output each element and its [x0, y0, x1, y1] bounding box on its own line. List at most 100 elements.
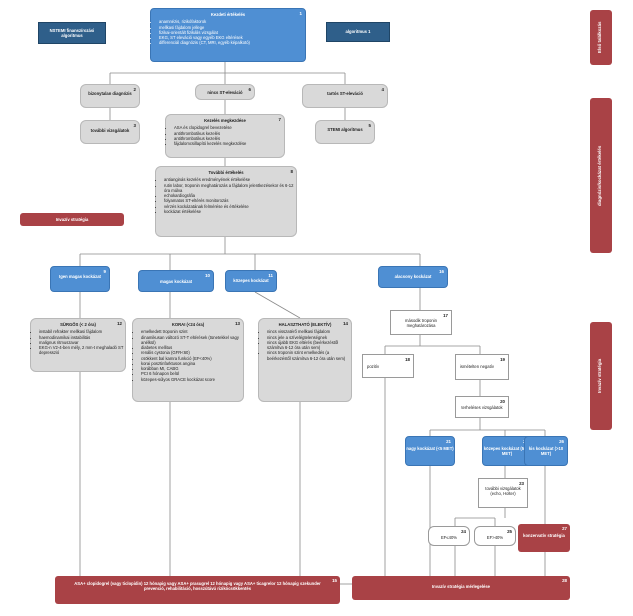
node-low-risk-met: 26 kis kockázat (>10 MET) [524, 436, 568, 466]
list-item: dinamikusan változó ST-T eltérések (tüne… [141, 335, 243, 346]
node-list: nincs visszatérő mellkasi fájdalom nincs… [259, 329, 351, 361]
node-number: 28 [562, 578, 567, 583]
node-start-treatment: 7 Kezelés megkezdése ASA és clopidogrel … [165, 114, 285, 158]
node-text: további vizsgálatok (echo, Holter) [485, 486, 521, 497]
side-label-invasive: Invazív stratégia [590, 322, 612, 430]
list-item: csökkent bal kamra funkció (EF<40%) [141, 356, 243, 361]
list-item: renális cystonia (GFR<60) [141, 350, 243, 355]
node-number: 3 [133, 123, 136, 128]
node-text: magas kockázat [159, 279, 193, 284]
node-number: 11 [268, 273, 273, 278]
list-item: antithrombotikus kezelés [174, 136, 284, 141]
node-number: 12 [117, 321, 122, 326]
list-item: antianginás kezelés eredményének értékel… [164, 177, 296, 182]
node-text: Invazív stratégia mérlegelése [432, 584, 490, 589]
list-item: haemodinamikai instabilitás [39, 335, 125, 340]
list-item: nincs jele a szívelégtelenségnek [267, 335, 351, 340]
invasive-strategy-bar: Invazív stratégia [20, 213, 124, 226]
node-title: További értékelés [208, 170, 244, 175]
node-uncertain-diagnosis: 2 bizonytalan diagnózis [80, 84, 140, 108]
node-list: ASA és clopidogrel bevezetése antithromb… [166, 125, 284, 146]
list-item: folyamatos ST-eltérés monitorozás [164, 198, 296, 203]
invasive-strategy-text: Invazív stratégia [55, 217, 89, 222]
node-number: 7 [278, 117, 281, 122]
algorithm-1-text: algoritmus 1 [345, 29, 371, 34]
node-text: EF≤40% [440, 535, 458, 540]
side-label-first-contact: Első találkozás [590, 10, 612, 65]
list-item: antithrombotikus kezelés [174, 131, 284, 136]
node-number: 19 [500, 357, 505, 362]
node-stemi-algorithm: 5 STEMI algoritmus [315, 120, 375, 144]
list-item: PCI 6 hónapon belül [141, 371, 243, 376]
node-text: további vizsgálatok [90, 128, 130, 133]
node-stress-tests: 20 terheléses vizsgálatok [455, 396, 509, 418]
list-item: korábban MI, CABG [141, 366, 243, 371]
node-further-tests: 3 további vizsgálatok [80, 120, 140, 144]
node-urgent: 12 SÜRGŐS (< 2 óra) instabil refrakter m… [30, 318, 126, 372]
node-text: Igen magas kockázat [59, 274, 101, 279]
list-item: anamnézis, rizikófaktorok [159, 19, 305, 24]
side-label-first-contact-text: Első találkozás [597, 21, 602, 53]
node-conservative-strategy: 27 konzervatív stratégia [518, 524, 570, 552]
side-label-diagnosis: diagnózis/kockázat értékelés [590, 98, 612, 253]
list-item: echokardiográfia [164, 193, 296, 198]
node-number: 21 [446, 439, 451, 444]
node-text: STEMI algoritmus [327, 127, 363, 132]
node-high-risk: 10 magas kockázat [138, 270, 214, 292]
list-item: EKG-n V2-4-ben mély, 2 mm-t meghaladó ST… [39, 345, 125, 356]
node-text: pozitív [367, 364, 380, 369]
node-number: 13 [235, 321, 240, 326]
node-ef-high: 25 EF>40% [474, 526, 516, 546]
node-text: bizonytalan diagnózis [88, 91, 132, 96]
node-number: 15 [332, 578, 337, 583]
node-text: ismételten negatív [460, 364, 494, 369]
node-number: 10 [205, 273, 210, 278]
list-item: közepes-súlyos GRACE kockázat score [141, 377, 243, 382]
node-number: 18 [405, 357, 410, 362]
node-list: instabil refrakter mellkasi fájdalom hae… [31, 329, 125, 355]
list-item: fájdalomcsillapító kezelés megkezdése [174, 141, 284, 146]
node-number: 16 [439, 269, 444, 274]
list-item: EKG, ST eleváció vagy egyéb EKG eltérése… [159, 35, 305, 40]
node-number: 4 [381, 87, 384, 92]
node-elective: 14 HALASZTHATÓ (ELEKTÍV) nincs visszatér… [258, 318, 352, 402]
node-very-high-risk: 9 Igen magas kockázat [50, 266, 110, 292]
node-number: 24 [461, 529, 466, 534]
node-number: 26 [559, 439, 564, 444]
node-initial-evaluation: 1 Kezdeti értékelés anamnézis, rizikófak… [150, 8, 306, 62]
nstemi-algorithm-text: NSTEMI finanszírozási algoritmus [49, 28, 95, 39]
list-item: mellkasi fájdalom jellege [159, 25, 305, 30]
list-item: diabetes mellitus [141, 345, 243, 350]
node-text: ASA+ clopidogrel (vagy ticlopidin) 12 hó… [74, 581, 321, 592]
node-repeatedly-negative: 19 ismételten negatív [455, 354, 509, 380]
node-ef-low: 24 EF≤40% [428, 526, 470, 546]
list-item: nincs troponin szint emelkedés (a beérke… [267, 350, 351, 361]
node-title: Kezelés megkezdése [204, 118, 246, 123]
node-no-st-elevation: 6 nincs ST-eleváció [195, 84, 255, 100]
list-item: nincs újabb EKG eltérés (beérkezéstől sz… [267, 340, 351, 351]
list-item: kockázat értékelése [164, 209, 296, 214]
node-early: 13 KORAI (<24 óra) emelkedett troponin s… [132, 318, 244, 402]
list-item: vérzés kockázatának felmérése és értékel… [164, 204, 296, 209]
list-item: emelkedett troponin szint [141, 329, 243, 334]
node-number: 27 [562, 526, 567, 531]
list-item: malignus ritmuszavar [39, 340, 125, 345]
side-label-invasive-text: Invazív stratégia [597, 358, 602, 394]
list-item: rutin labor, troponin meghatározás a fáj… [164, 183, 296, 194]
node-title: KORAI (<24 óra) [171, 322, 205, 327]
list-item: instabil refrakter mellkasi fájdalom [39, 329, 125, 334]
node-text: nincs ST-eleváció [207, 90, 243, 95]
node-number: 17 [443, 313, 448, 318]
node-medium-risk: 11 közepes kockázat [225, 270, 277, 292]
node-number: 9 [103, 269, 106, 274]
node-secondary-prevention: 15 ASA+ clopidogrel (vagy ticlopidin) 12… [55, 576, 340, 604]
node-low-risk: 16 alacsony kockázat [378, 266, 448, 288]
nstemi-algorithm-label: NSTEMI finanszírozási algoritmus [38, 22, 106, 44]
node-high-risk-met: 21 nagy kockázat (<5 MET) [405, 436, 455, 466]
node-text: tartós ST-eleváció [327, 91, 363, 96]
node-number: 23 [519, 481, 524, 486]
list-item: korai posztinfarktusos angina [141, 361, 243, 366]
node-text: EF>40% [486, 535, 504, 540]
node-number: 8 [290, 169, 293, 174]
